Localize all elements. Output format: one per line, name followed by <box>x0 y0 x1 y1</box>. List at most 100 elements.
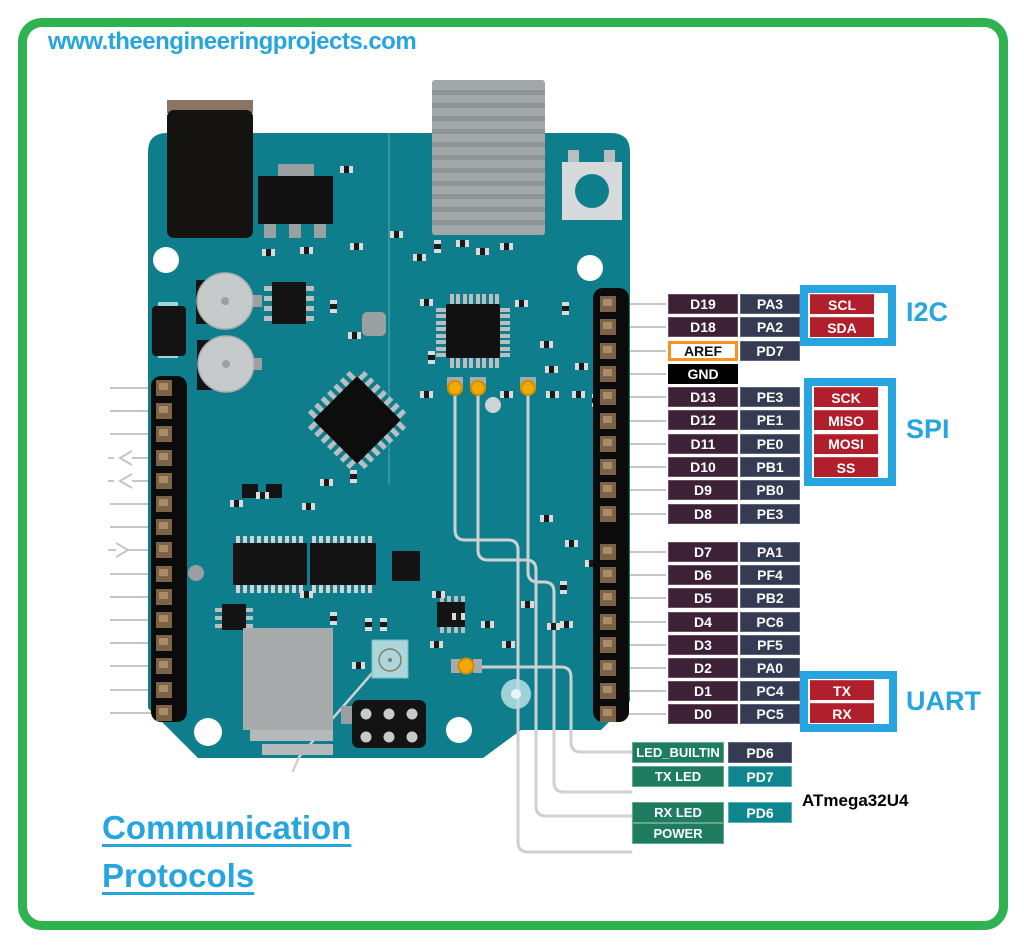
tx-led-trace <box>526 393 633 794</box>
pin-row: D12 PE1 <box>668 410 800 431</box>
pin-label: D10 <box>668 457 738 478</box>
port-label: PC5 <box>740 704 800 725</box>
pin-row: D2 PA0 <box>668 657 800 678</box>
led-row: RX LED PD6 <box>632 802 792 823</box>
port-label: PE1 <box>740 410 800 431</box>
pin-label: D11 <box>668 433 738 454</box>
spi-function-label: MISO <box>814 410 878 431</box>
pin-row: D8 PE3 <box>668 503 800 524</box>
capacitors <box>196 272 262 393</box>
port-label: PF4 <box>740 565 800 586</box>
page-title: Communication Protocols <box>102 804 351 900</box>
crystal-trace <box>291 661 383 773</box>
port-label: PA0 <box>740 657 800 678</box>
pin-label: D1 <box>668 681 738 702</box>
power-jack <box>167 100 253 238</box>
soic8-chip <box>264 282 314 324</box>
inductor <box>152 302 204 581</box>
left-arrow-icon <box>118 473 133 489</box>
pin-table-bottom: D7 PA1 D6 PF4 D5 PB2 D4 PC6 D3 PF5 <box>668 542 800 725</box>
pin-label: D2 <box>668 657 738 678</box>
power-led <box>451 657 531 709</box>
port-label: PE0 <box>740 433 800 454</box>
led-label: TX LED <box>632 766 724 787</box>
pin-label: D8 <box>668 503 738 524</box>
pin-row: D9 PB0 <box>668 480 800 501</box>
pin-row: D4 PC6 <box>668 611 800 632</box>
i2c-protocol-label: I2C <box>906 297 949 327</box>
port-label: PB0 <box>740 480 800 501</box>
left-arrow-icon <box>118 450 133 466</box>
pin-label: D9 <box>668 480 738 501</box>
pin-row: D0 PC5 <box>668 704 800 725</box>
reset-button[interactable] <box>562 150 622 220</box>
green-border-frame <box>18 18 1008 930</box>
led-row: TX LED PD7 <box>632 766 792 787</box>
i2c-function-label: SDA <box>810 317 874 338</box>
pin-table-top: D19 PA3 D18 PA2 AREF PD7 GND D13 PE3 <box>668 294 800 524</box>
pin-row: D7 PA1 <box>668 542 800 562</box>
left-pin-header <box>151 376 187 722</box>
pin-row: D13 PE3 <box>668 387 800 408</box>
led-label-table: LED_BUILTIN PD6 TX LED PD7 RX LED PD6 PO… <box>632 742 792 844</box>
port-label: PE3 <box>740 503 800 524</box>
website-url[interactable]: www.theengineeringprojects.com <box>48 28 417 55</box>
soic-chips <box>233 536 420 593</box>
power-trace <box>453 393 633 854</box>
pin-row: D1 PC4 <box>668 681 800 702</box>
port-label: PA3 <box>740 294 800 314</box>
uart-protocol-label: UART <box>906 686 981 716</box>
pin-label: GND <box>668 363 738 384</box>
usb-qfp-chip <box>436 294 510 368</box>
port-label: PC4 <box>740 681 800 702</box>
led-label: POWER <box>632 823 724 844</box>
pin-label: D18 <box>668 317 738 338</box>
pin-row: D3 PF5 <box>668 634 800 655</box>
test-points <box>447 377 536 413</box>
led-port-label: PD6 <box>728 802 792 823</box>
pin-row: D19 PA3 <box>668 294 800 314</box>
right-pin-header <box>593 288 629 722</box>
led-row: LED_BUILTIN PD6 <box>632 742 792 763</box>
led-builtin-trace <box>470 665 633 754</box>
pin-label: D19 <box>668 294 738 314</box>
port-label: PE3 <box>740 387 800 408</box>
pin-label: D0 <box>668 704 738 725</box>
small-ics <box>215 484 465 633</box>
port-label: PA2 <box>740 317 800 338</box>
pin-label: D12 <box>668 410 738 431</box>
pin-label: D6 <box>668 565 738 586</box>
pin-row: D5 PB2 <box>668 588 800 609</box>
spi-function-label: MOSI <box>814 433 878 454</box>
spi-function-label: SS <box>814 457 878 478</box>
port-label: PF5 <box>740 634 800 655</box>
led-port-label: PD7 <box>728 766 792 787</box>
port-label: PD7 <box>740 340 800 361</box>
uart-function-label: TX <box>810 680 874 700</box>
led-label: LED_BUILTIN <box>632 742 724 763</box>
port-label: PC6 <box>740 611 800 632</box>
shield-module <box>243 628 333 755</box>
voltage-regulator <box>258 164 333 238</box>
pin-row: D6 PF4 <box>668 565 800 586</box>
pin-label: D3 <box>668 634 738 655</box>
clock-component <box>341 639 409 724</box>
spi-protocol-label: SPI <box>906 414 950 444</box>
pin-label: AREF <box>668 340 738 361</box>
port-label: PA1 <box>740 542 800 562</box>
i2c-function-label: SCL <box>810 294 874 314</box>
pin-row: D11 PE0 <box>668 433 800 454</box>
rx-led-trace <box>476 393 633 818</box>
i2c-pin-group: SCL SDA <box>800 285 896 347</box>
spi-function-label: SCK <box>814 387 878 407</box>
pin-label: D13 <box>668 387 738 408</box>
icsp-header <box>352 700 426 748</box>
pin-row: GND <box>668 363 800 384</box>
pin-label: D7 <box>668 542 738 562</box>
page-title-line2: Protocols <box>102 857 255 894</box>
crystal-oscillator <box>362 312 386 336</box>
